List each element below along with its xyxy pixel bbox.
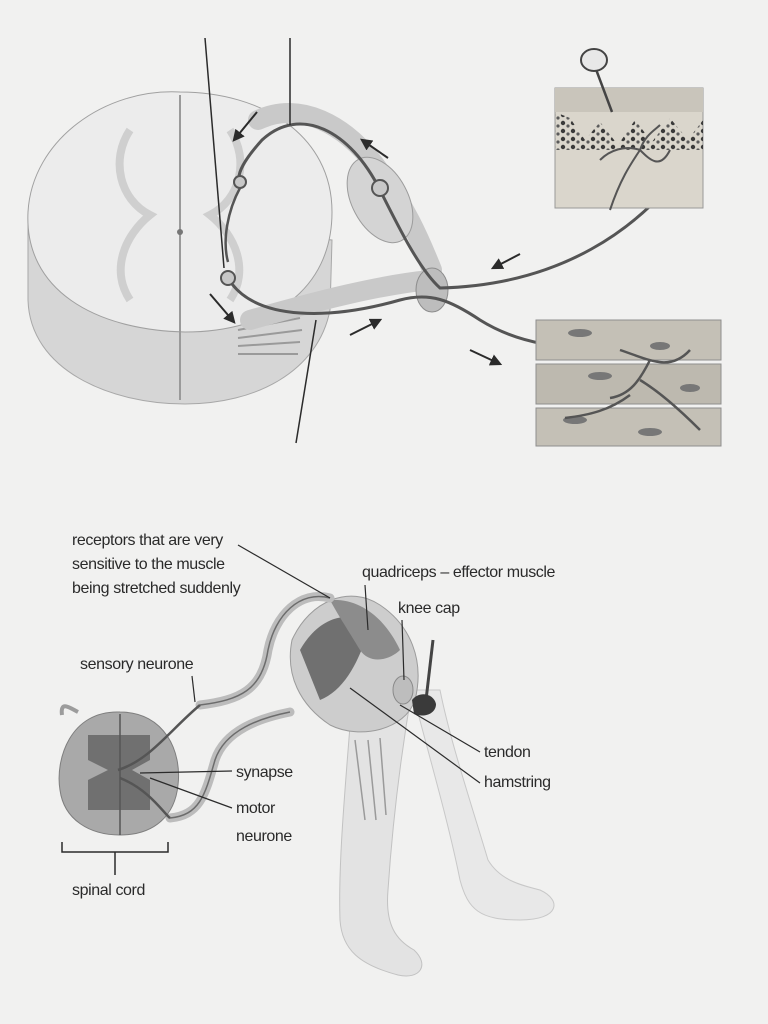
motor-neurone-leader <box>149 777 233 809</box>
synapse-label: synapse <box>236 764 293 781</box>
relay-cell-body <box>233 175 247 189</box>
grey-matter <box>88 735 150 810</box>
relay-neurone-path <box>224 187 242 263</box>
motor-neurone-label-line-1: motor <box>236 800 275 817</box>
muscle-effector-block <box>535 319 722 447</box>
sensory-neurone-path <box>237 122 692 290</box>
hamstring-muscle-shape <box>300 617 370 700</box>
arrow-to-muscle <box>469 349 503 366</box>
central-canal <box>177 229 183 235</box>
motor-cell-body <box>220 270 236 286</box>
arrow-ventral <box>349 318 383 336</box>
spinal-nerve <box>415 267 449 313</box>
ventral-root <box>240 270 440 330</box>
knee-cap-shape <box>392 675 414 705</box>
sensory-neurone-leader <box>191 675 196 703</box>
sensory-cell-body <box>371 179 389 197</box>
leader-line-1 <box>204 37 225 269</box>
hamstring-label: hamstring <box>484 774 551 791</box>
quadriceps-label: quadriceps – effector muscle <box>362 564 556 581</box>
arrow-sensory-in <box>360 138 389 159</box>
receptors-leader <box>237 544 331 599</box>
spinal-cord-bracket <box>61 842 169 875</box>
tendon-label: tendon <box>484 744 531 761</box>
knee-cap-leader <box>401 619 405 681</box>
motor-neurone-label-line-2: neurone <box>236 828 292 845</box>
reflex-hammer-head <box>412 694 436 716</box>
hamstring-leader <box>349 687 481 784</box>
pin-head <box>580 48 608 72</box>
leader-line-3 <box>295 319 317 444</box>
quadriceps-leader <box>364 584 369 631</box>
arrow-into-cord <box>232 111 258 142</box>
spinal-cord-label: spinal cord <box>72 882 145 899</box>
sensory-neurone-label: sensory neurone <box>80 656 194 673</box>
back-leg <box>411 689 555 921</box>
receptors-label-line-3: being stretched suddenly <box>72 580 241 597</box>
receptors-label-line-2: sensitive to the muscle <box>72 556 225 573</box>
quadriceps-muscle-shape <box>330 599 400 660</box>
arrow-motor-out <box>209 293 236 324</box>
tendon-leader <box>399 704 481 753</box>
skin-receptor-block <box>554 48 704 211</box>
front-leg <box>339 689 423 977</box>
knee-jerk-diagram <box>58 544 555 977</box>
top-reflex-arc <box>27 37 722 447</box>
reflex-hammer-handle <box>424 639 435 701</box>
receptors-label-line-1: receptors that are very <box>72 532 223 549</box>
pin-shaft <box>592 63 614 113</box>
knee-cap-label: knee cap <box>398 600 460 617</box>
arrow-from-skin <box>490 253 521 270</box>
synapse-leader <box>139 770 233 774</box>
